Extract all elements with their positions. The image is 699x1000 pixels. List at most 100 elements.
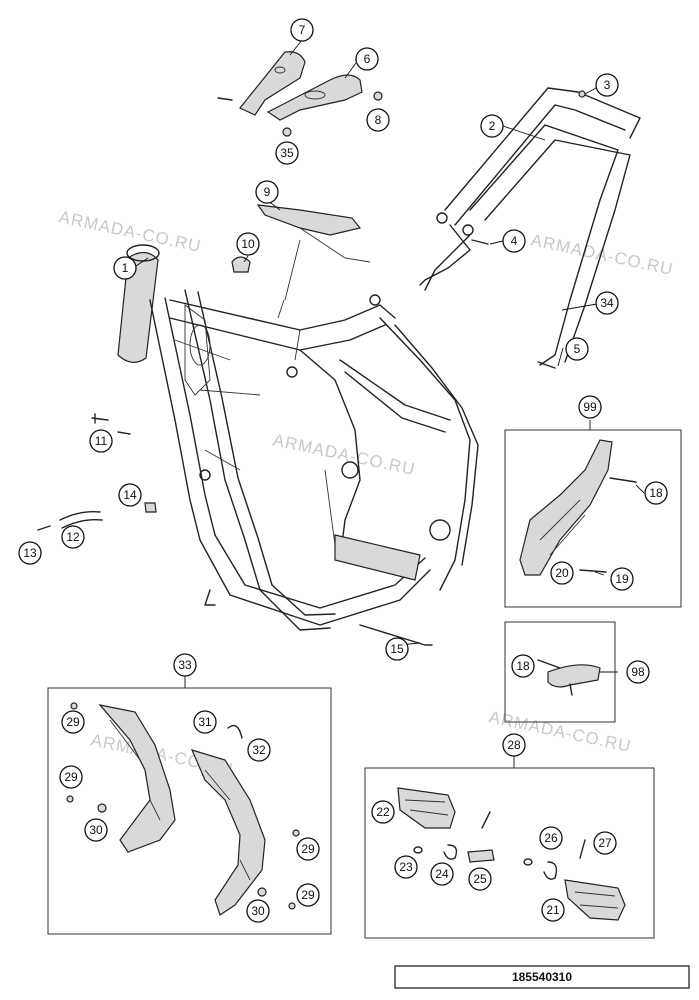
engine-brackets [217, 51, 383, 137]
svg-text:32: 32 [252, 743, 266, 757]
callout-14: 14 [118, 483, 142, 507]
svg-text:24: 24 [435, 867, 449, 881]
svg-text:10: 10 [241, 237, 255, 251]
callout-4: 4 [502, 229, 526, 253]
watermark: ARMADA-CO.RU [271, 430, 417, 479]
callout-18: 18 [644, 481, 668, 505]
svg-text:29: 29 [66, 715, 80, 729]
callout-8: 8 [366, 108, 390, 132]
callout-29: 29 [296, 837, 320, 861]
svg-text:29: 29 [301, 888, 315, 902]
svg-text:29: 29 [301, 842, 315, 856]
svg-text:3: 3 [604, 78, 611, 92]
callout-5: 5 [565, 337, 589, 361]
callout-15: 15 [385, 637, 409, 661]
callout-2: 2 [480, 114, 504, 138]
svg-text:18: 18 [516, 659, 530, 673]
callout-18: 18 [511, 654, 535, 678]
callout-1: 1 [113, 256, 137, 280]
subframe [419, 87, 641, 369]
svg-text:21: 21 [546, 903, 560, 917]
svg-text:25: 25 [473, 872, 487, 886]
svg-text:33: 33 [178, 658, 192, 672]
svg-text:22: 22 [376, 805, 390, 819]
svg-text:4: 4 [511, 234, 518, 248]
svg-text:29: 29 [64, 770, 78, 784]
svg-text:6: 6 [364, 52, 371, 66]
svg-text:99: 99 [583, 400, 597, 414]
callout-29: 29 [61, 710, 85, 734]
callout-24: 24 [430, 862, 454, 886]
fasteners [37, 413, 433, 646]
svg-text:19: 19 [615, 572, 629, 586]
svg-text:18: 18 [649, 486, 663, 500]
svg-text:1: 1 [122, 261, 129, 275]
callout-98: 98 [626, 660, 650, 684]
callout-13: 13 [18, 541, 42, 565]
callouts: 1 2 3 4 5 6 7 8 9 10 11 12 13 14 15 18 2… [18, 18, 668, 923]
svg-text:8: 8 [375, 113, 382, 127]
svg-text:23: 23 [399, 860, 413, 874]
clamp-part [231, 256, 251, 273]
callout-3: 3 [595, 73, 619, 97]
callout-30: 30 [84, 818, 108, 842]
svg-text:2: 2 [489, 119, 496, 133]
svg-text:34: 34 [600, 296, 614, 310]
callout-21: 21 [541, 898, 565, 922]
callout-34: 34 [595, 291, 619, 315]
callout-22: 22 [371, 800, 395, 824]
group-box-99 [504, 429, 682, 608]
group-box-28 [364, 767, 655, 939]
callout-30: 30 [246, 899, 270, 923]
chain-guide-part [519, 439, 637, 576]
part-number: 185540310 [512, 970, 572, 984]
callout-29: 29 [296, 883, 320, 907]
callout-9: 9 [255, 180, 279, 204]
svg-text:27: 27 [598, 836, 612, 850]
svg-text:7: 7 [299, 23, 306, 37]
callout-6: 6 [355, 47, 379, 71]
svg-text:30: 30 [251, 904, 265, 918]
callout-12: 12 [61, 525, 85, 549]
group-box-33 [47, 687, 332, 935]
svg-text:30: 30 [89, 823, 103, 837]
svg-text:28: 28 [507, 738, 521, 752]
watermark: ARMADA-CO.RU [529, 230, 675, 279]
callout-25: 25 [468, 867, 492, 891]
cable-guide-bracket [256, 204, 371, 319]
callout-11: 11 [89, 429, 113, 453]
svg-text:11: 11 [95, 434, 108, 448]
callout-26: 26 [539, 826, 563, 850]
svg-text:9: 9 [264, 185, 271, 199]
callout-31: 31 [193, 710, 217, 734]
svg-text:14: 14 [123, 488, 137, 502]
svg-text:98: 98 [631, 665, 645, 679]
callout-20: 20 [550, 561, 574, 585]
svg-text:20: 20 [555, 566, 569, 580]
callout-33: 33 [173, 653, 197, 677]
callout-23: 23 [394, 855, 418, 879]
bracket-98-part [537, 659, 601, 696]
svg-text:31: 31 [198, 715, 212, 729]
main-frame [117, 244, 479, 631]
footrests [397, 787, 626, 921]
callout-99: 99 [578, 395, 602, 419]
callout-27: 27 [593, 831, 617, 855]
callout-10: 10 [236, 232, 260, 256]
frame-guards [66, 702, 300, 916]
callout-35: 35 [275, 141, 299, 165]
svg-text:35: 35 [280, 146, 294, 160]
svg-text:12: 12 [66, 530, 80, 544]
callout-19: 19 [610, 567, 634, 591]
callout-32: 32 [247, 738, 271, 762]
part-number-box: 185540310 [394, 965, 690, 989]
svg-text:13: 13 [23, 546, 37, 560]
callout-28: 28 [502, 733, 526, 757]
callout-7: 7 [290, 18, 314, 42]
svg-text:15: 15 [390, 642, 404, 656]
callout-29: 29 [59, 765, 83, 789]
svg-text:26: 26 [544, 831, 558, 845]
svg-text:5: 5 [574, 342, 581, 356]
leader-lines [135, 39, 645, 768]
